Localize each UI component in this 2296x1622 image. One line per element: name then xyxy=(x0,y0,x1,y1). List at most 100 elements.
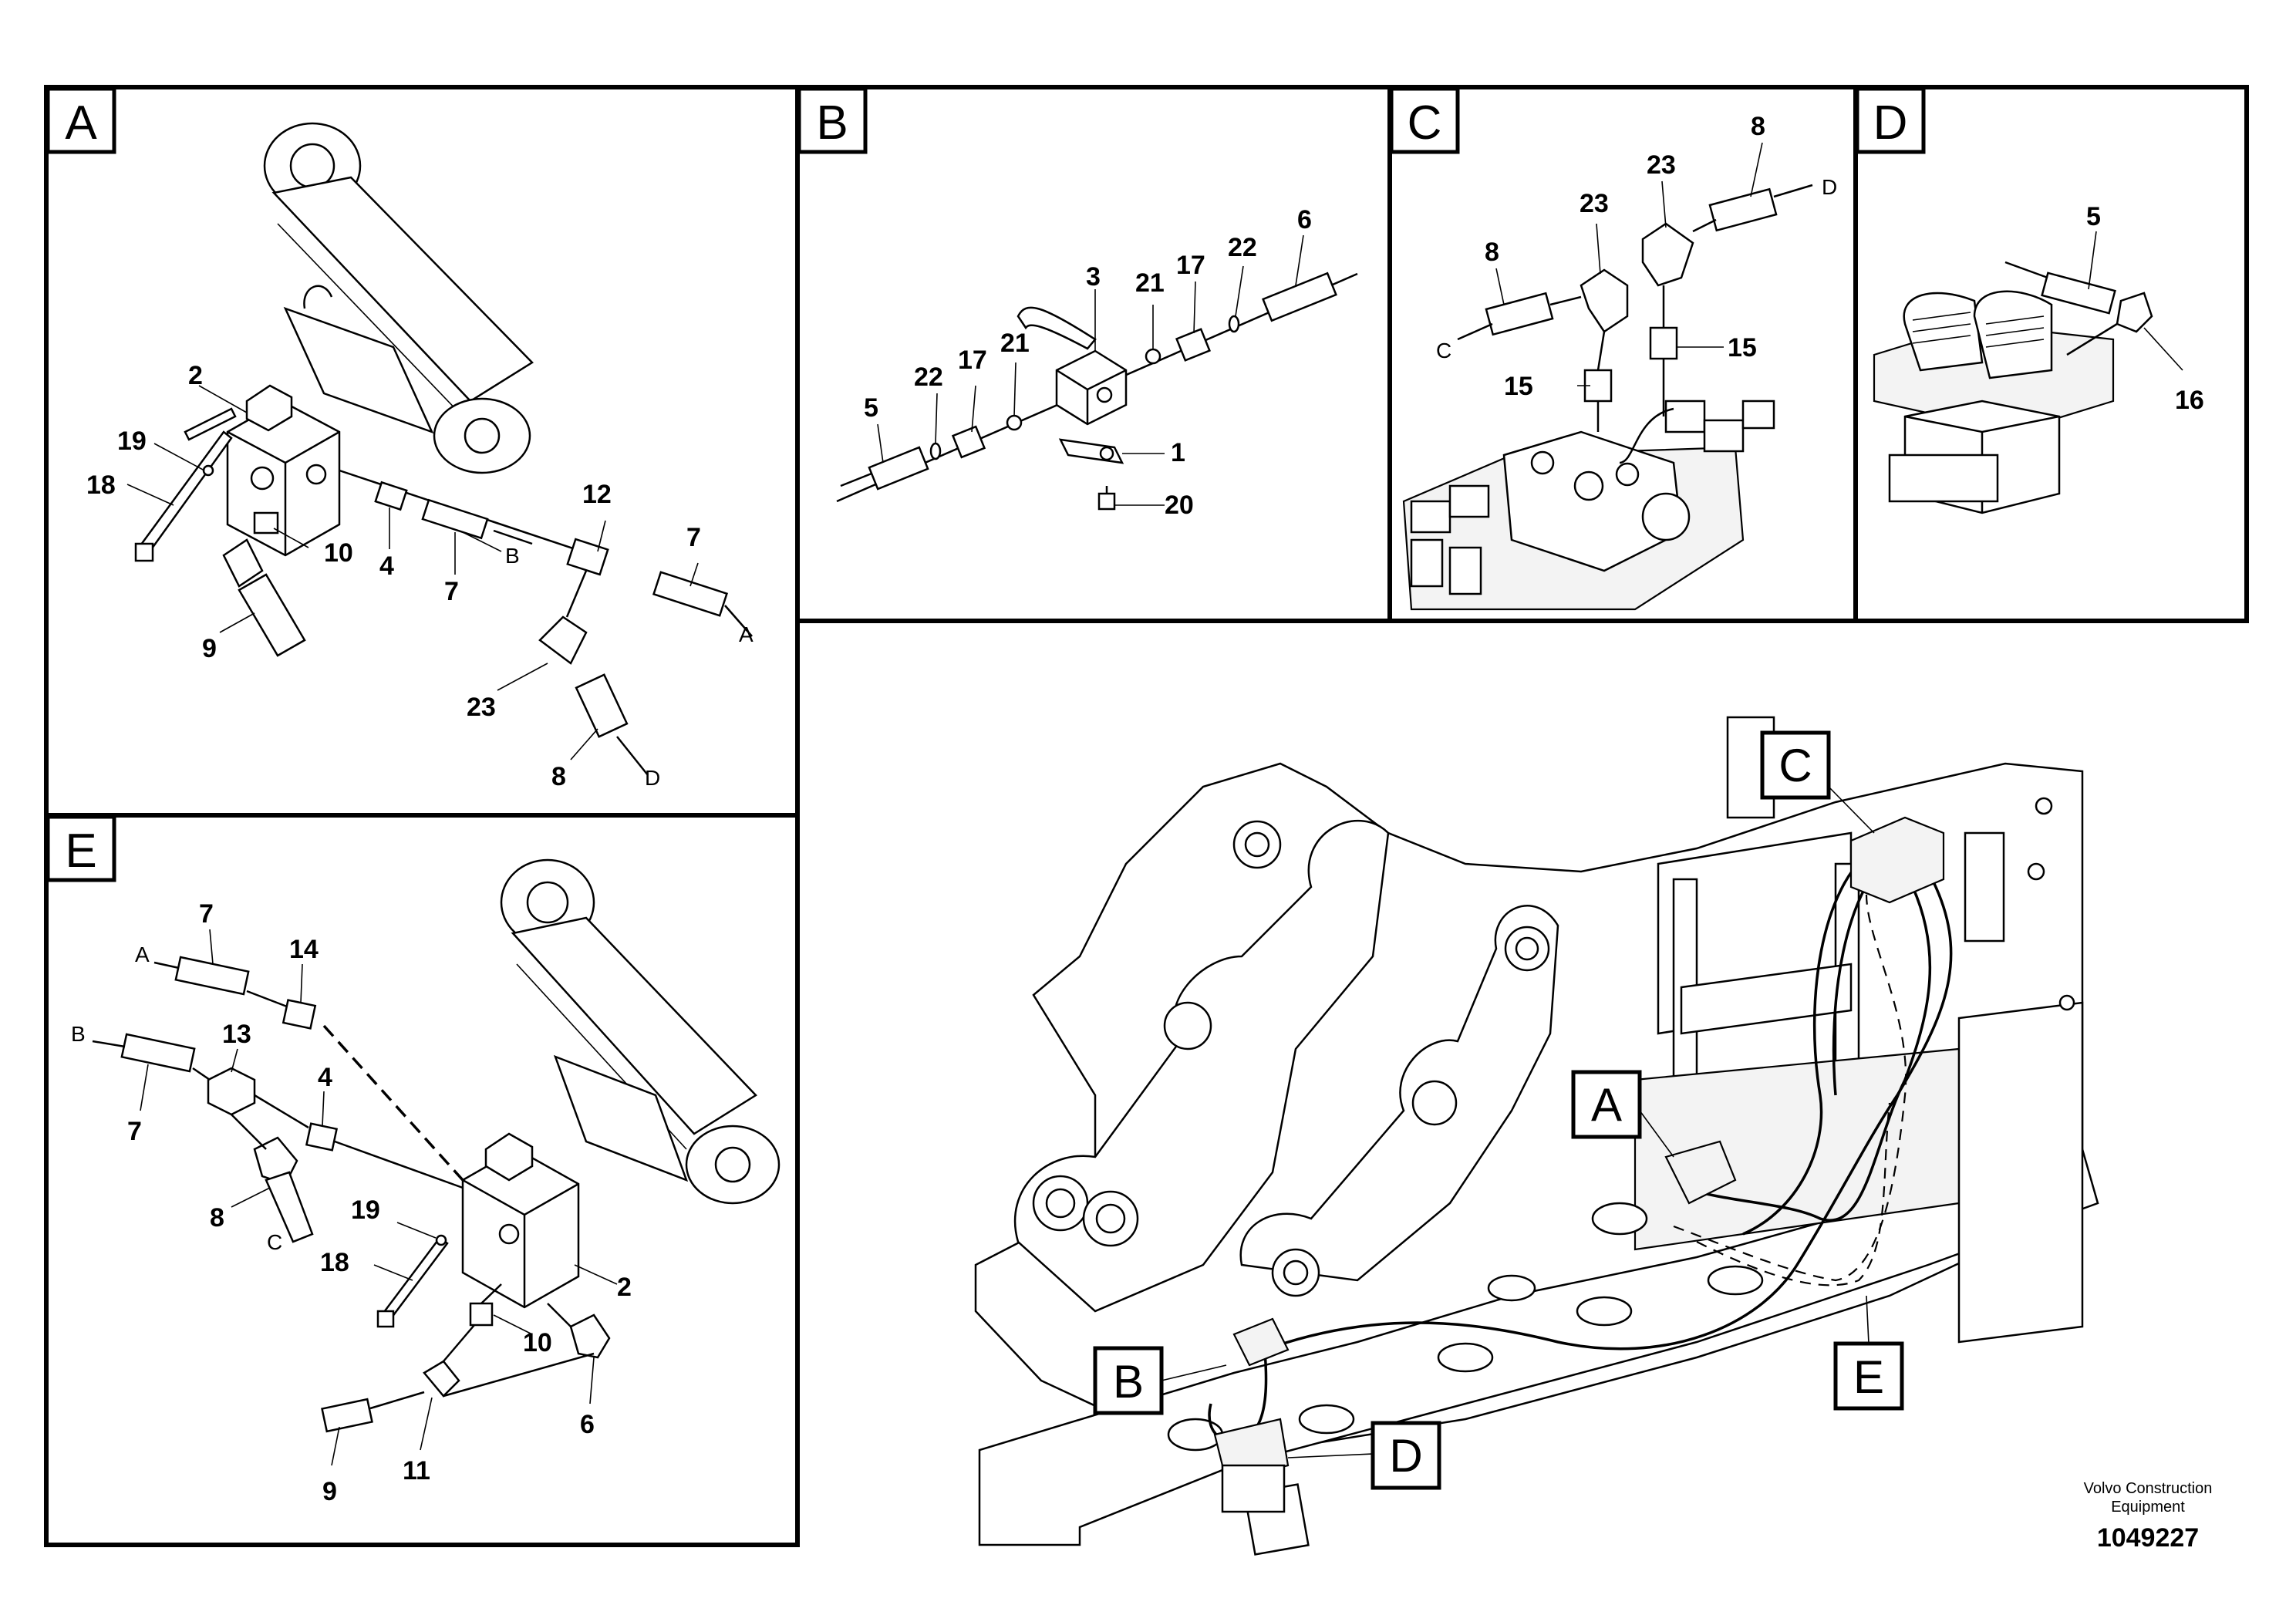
label-a-12: 12 xyxy=(582,480,612,509)
elbow-11 xyxy=(423,1360,460,1398)
panel-e-tag xyxy=(46,814,116,882)
valve-block-e xyxy=(461,1132,580,1309)
fitting-17 xyxy=(951,425,986,459)
control-valve xyxy=(1402,400,1775,611)
panel-a: A xyxy=(46,86,754,791)
end-a-d: D xyxy=(645,766,660,790)
hose-5 xyxy=(868,446,929,491)
hose-9 xyxy=(238,573,306,657)
fitting-4 xyxy=(374,481,408,511)
overview-components xyxy=(1213,816,1945,1513)
hose-5-d xyxy=(2041,271,2116,315)
hose-9-e xyxy=(321,1398,373,1433)
hose-7-a xyxy=(174,956,250,996)
label-a-2: 2 xyxy=(188,361,203,390)
label-e-9: 9 xyxy=(322,1477,337,1506)
washer-21b xyxy=(1145,348,1161,365)
label-a-4: 4 xyxy=(379,551,394,581)
callout-c-box xyxy=(1760,730,1831,800)
fitting-14 xyxy=(282,999,317,1030)
callout-b: B xyxy=(1113,1356,1144,1408)
label-a-18: 18 xyxy=(86,470,116,500)
label-d-5: 5 xyxy=(2086,202,2101,231)
panel-b-tag xyxy=(797,86,868,154)
end-c-d: D xyxy=(1822,175,1837,199)
panel-frames xyxy=(44,85,2249,1547)
seal-22 xyxy=(929,442,942,460)
document-number: 1049227 xyxy=(2097,1523,2199,1553)
label-b-21a: 21 xyxy=(1000,329,1030,358)
panel-a-frame xyxy=(44,85,800,818)
label-b-1: 1 xyxy=(1171,438,1185,467)
callout-a: A xyxy=(1591,1079,1622,1131)
hydraulic-cylinder-e xyxy=(500,858,781,1205)
label-a-7: 7 xyxy=(444,577,459,606)
bolt-18-e xyxy=(380,1236,449,1322)
panel-d-letter: D xyxy=(1873,96,1908,150)
panel-e-leaders xyxy=(140,929,618,1466)
fitting-4-e xyxy=(305,1122,339,1152)
label-e-10: 10 xyxy=(523,1328,552,1357)
label-a-23: 23 xyxy=(467,693,496,722)
washer-19 xyxy=(202,464,214,477)
label-e-13: 13 xyxy=(222,1020,251,1049)
panel-c-tag xyxy=(1389,86,1460,154)
label-b-21b: 21 xyxy=(1135,268,1165,298)
label-e-18: 18 xyxy=(320,1248,349,1277)
label-b-17a: 17 xyxy=(958,346,987,375)
fitting-10 xyxy=(253,511,279,534)
hydraulic-cylinder xyxy=(263,122,534,474)
label-c-23a: 23 xyxy=(1580,189,1609,218)
label-b-22a: 22 xyxy=(914,363,943,392)
label-d-16: 16 xyxy=(2175,386,2204,415)
end-e-a: A xyxy=(135,943,150,966)
panel-b-leaders xyxy=(877,234,1304,506)
hose-7-b xyxy=(120,1033,196,1073)
panel-a-leaders xyxy=(126,385,699,760)
bolt-18 xyxy=(184,407,237,441)
label-a-9: 9 xyxy=(202,634,217,663)
label-a-8: 8 xyxy=(551,762,566,791)
callout-e-box xyxy=(1833,1341,1904,1411)
label-c-23b: 23 xyxy=(1647,150,1676,180)
panel-e-frame xyxy=(44,813,800,1547)
hose-6 xyxy=(1262,271,1337,322)
label-e-14: 14 xyxy=(289,935,319,964)
label-e-6: 6 xyxy=(580,1410,595,1439)
hose-8-left xyxy=(1485,292,1554,336)
tee-12 xyxy=(566,538,609,576)
end-e-c: C xyxy=(267,1230,282,1254)
hose-8-right xyxy=(1708,187,1778,232)
fitting-17b xyxy=(1175,328,1212,362)
machine-overview: A B C D E xyxy=(974,716,2099,1556)
hatched-tube xyxy=(322,1024,464,1182)
label-c-15a: 15 xyxy=(1504,372,1533,401)
hose-7-right xyxy=(652,571,729,617)
callout-b-box xyxy=(1093,1346,1164,1415)
brand-line-1: Volvo Construction xyxy=(2084,1480,2213,1497)
seal-22b xyxy=(1228,315,1240,333)
elbow-23-left xyxy=(1580,268,1629,333)
footer: Volvo Construction Equipment 1049227 xyxy=(2084,1480,2213,1553)
callout-e: E xyxy=(1853,1351,1884,1403)
label-e-11: 11 xyxy=(403,1456,430,1485)
label-c-15b: 15 xyxy=(1728,333,1757,363)
panel-b: B xyxy=(797,86,1358,520)
panel-d: D 5 16 xyxy=(1855,86,2204,514)
elbow-9 xyxy=(222,538,264,588)
washer-19-e xyxy=(435,1234,447,1246)
hose-7 xyxy=(421,498,489,540)
panel-b-letter: B xyxy=(816,96,848,150)
ball-valve-3 xyxy=(1017,306,1128,426)
label-e-7b: 7 xyxy=(127,1117,142,1146)
label-b-22b: 22 xyxy=(1228,233,1257,262)
panel-a-tag xyxy=(46,86,116,154)
label-c-8b: 8 xyxy=(1751,112,1765,141)
fitting-16 xyxy=(2116,292,2153,333)
label-e-7a: 7 xyxy=(199,899,214,929)
panel-c-letter: C xyxy=(1408,96,1442,150)
elbow-23 xyxy=(538,615,588,665)
end-e-b: B xyxy=(71,1022,86,1046)
bolt-18-shank xyxy=(137,430,233,555)
